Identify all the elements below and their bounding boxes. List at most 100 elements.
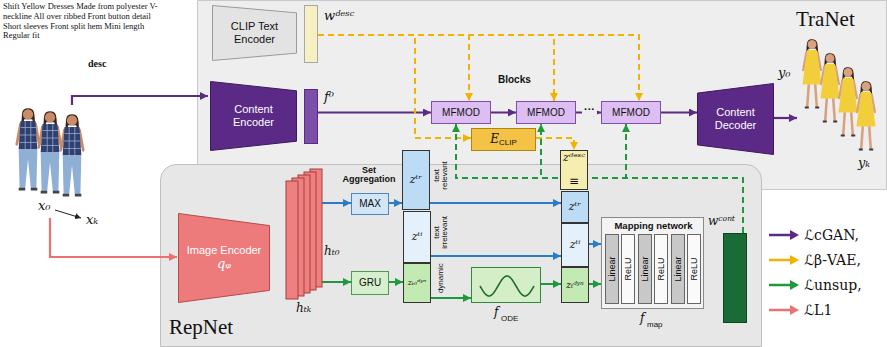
text-wrap: zₜ₀ᵈʸⁿ — [404, 264, 430, 302]
mfmod-block: MFMOD — [601, 101, 661, 124]
legend-sample — [768, 304, 800, 316]
node-text: TraNet — [796, 7, 855, 31]
node-text: RepNet — [169, 315, 233, 339]
legend-text: ℒL1 — [804, 302, 832, 318]
node-text: Content Encoder — [218, 103, 289, 128]
mapping-network: Mapping networkfmapLinearReLULinearReLUL… — [601, 217, 704, 309]
node-text: f — [640, 312, 644, 326]
time-arrow — [55, 210, 81, 218]
text-wrap: zᵗʳ — [562, 192, 588, 222]
legend-arrow-head — [790, 280, 799, 290]
decoder-shape: Content Decoder — [697, 83, 774, 155]
encoder-shape: Content Encoder — [210, 81, 297, 151]
connector — [541, 283, 561, 285]
node-text: MFMOD — [442, 107, 480, 119]
aggregation-box: GRU — [351, 271, 389, 295]
text-wrap: CLIP Text Encoder — [212, 5, 297, 61]
legend-arrow-line — [769, 308, 791, 311]
encoder-outline — [179, 214, 270, 303]
latent-segment: zₜ₀ᵈʸⁿ — [403, 263, 431, 303]
annotation: text relevant — [433, 155, 450, 195]
text-wrap: MAX — [352, 194, 388, 214]
text-wrap: ECLIP — [472, 129, 535, 150]
input-frames — [17, 108, 83, 195]
stack-outline — [286, 169, 322, 299]
node-text: Linear — [672, 256, 682, 281]
legend-text: ℒcGAN, — [804, 227, 859, 243]
node-text: qᵩ — [217, 257, 231, 272]
latent-segment: zₜᵈʸⁿ — [561, 267, 589, 303]
legend-arrow-head — [790, 230, 799, 240]
node-text: ReLU — [689, 257, 699, 280]
node-text: CLIP Text Encoder — [220, 20, 289, 45]
output-frames — [802, 39, 875, 149]
node-text: Content Decoder — [705, 106, 766, 131]
text-wrap: GRU — [352, 272, 388, 294]
connector — [431, 255, 561, 257]
layer-bar: Linear — [671, 234, 685, 304]
connector — [322, 202, 351, 204]
node-text: zₜ₀ᵈʸⁿ — [408, 278, 427, 287]
latent-segment: zᵗʳ — [402, 150, 430, 210]
legend-text: ℒβ-VAE, — [804, 252, 861, 268]
connector — [322, 281, 351, 283]
node-text: E — [490, 133, 499, 147]
mfmod-block: MFMOD — [431, 101, 491, 124]
text-wrap: MFMOD — [517, 102, 575, 123]
connector — [456, 124, 743, 233]
node-text: zᵗʳ — [569, 201, 581, 214]
layer-bar: ReLU — [687, 234, 701, 304]
connector — [589, 243, 601, 245]
aggregation-box: MAX — [351, 193, 389, 215]
text-wrap: zᵗʳ — [403, 151, 429, 209]
connector — [431, 297, 471, 299]
node-text: MFMOD — [612, 107, 650, 119]
style-code-bar: wᶜᵒⁿᵗ — [723, 233, 747, 323]
ode-box: fODE — [471, 267, 541, 303]
encoder-outline — [211, 82, 297, 151]
latent-segment: zᵗⁱ — [403, 211, 431, 263]
text-wrap: Content Encoder — [210, 81, 297, 151]
connector — [389, 202, 402, 204]
annotation: y₀ — [778, 66, 791, 81]
annotation: xₖ — [86, 213, 98, 228]
legend-arrow-line — [769, 258, 791, 261]
legend-sample — [768, 279, 800, 291]
node-text: MAX — [359, 198, 381, 210]
layer-bar: ReLU — [621, 234, 635, 304]
connector — [318, 35, 471, 138]
legend-arrow-head — [790, 305, 799, 315]
node-text: CLIP — [499, 138, 517, 147]
annotation: ··· — [582, 103, 597, 116]
legend-sample — [768, 254, 800, 266]
output-person — [802, 39, 821, 107]
connector — [318, 35, 469, 101]
frames-to-content-encoder — [72, 96, 208, 105]
annotation: desc — [88, 58, 106, 70]
node-text: zₜᵈʸⁿ — [566, 280, 583, 290]
annotation: ≡ — [569, 175, 579, 189]
text-wrap: zᵗⁱ — [562, 224, 588, 266]
node-text: hₜₖ — [296, 302, 311, 316]
connector — [430, 202, 561, 204]
node-text: zᵗʳ — [410, 174, 422, 187]
connector — [661, 112, 697, 114]
mfmod-block: MFMOD — [516, 101, 576, 124]
node-text: ODE — [501, 314, 518, 323]
node-text: map — [647, 320, 663, 329]
legend: ℒcGAN,ℒβ-VAE,ℒunsup,ℒL1 — [768, 222, 862, 322]
embedding-bar: wᵈᵉˢᶜ — [304, 5, 318, 63]
connector — [626, 124, 743, 233]
text-wrap: zₜᵈʸⁿ — [562, 268, 588, 302]
node-text: ReLU — [623, 257, 633, 280]
feature-stack: hₜ₀hₜₖ — [286, 169, 322, 299]
connector — [589, 283, 601, 285]
annotation: x₀ — [38, 199, 51, 214]
input-person — [17, 108, 39, 189]
encoder-shape: Image Encoderqᵩ — [178, 213, 270, 303]
annotation: Set Aggregation — [336, 166, 402, 185]
node-text: f — [494, 306, 498, 320]
output-person — [856, 81, 875, 149]
annotation: Shift Yellow Dresses Made from polyester… — [3, 2, 168, 41]
output-person — [820, 53, 839, 121]
